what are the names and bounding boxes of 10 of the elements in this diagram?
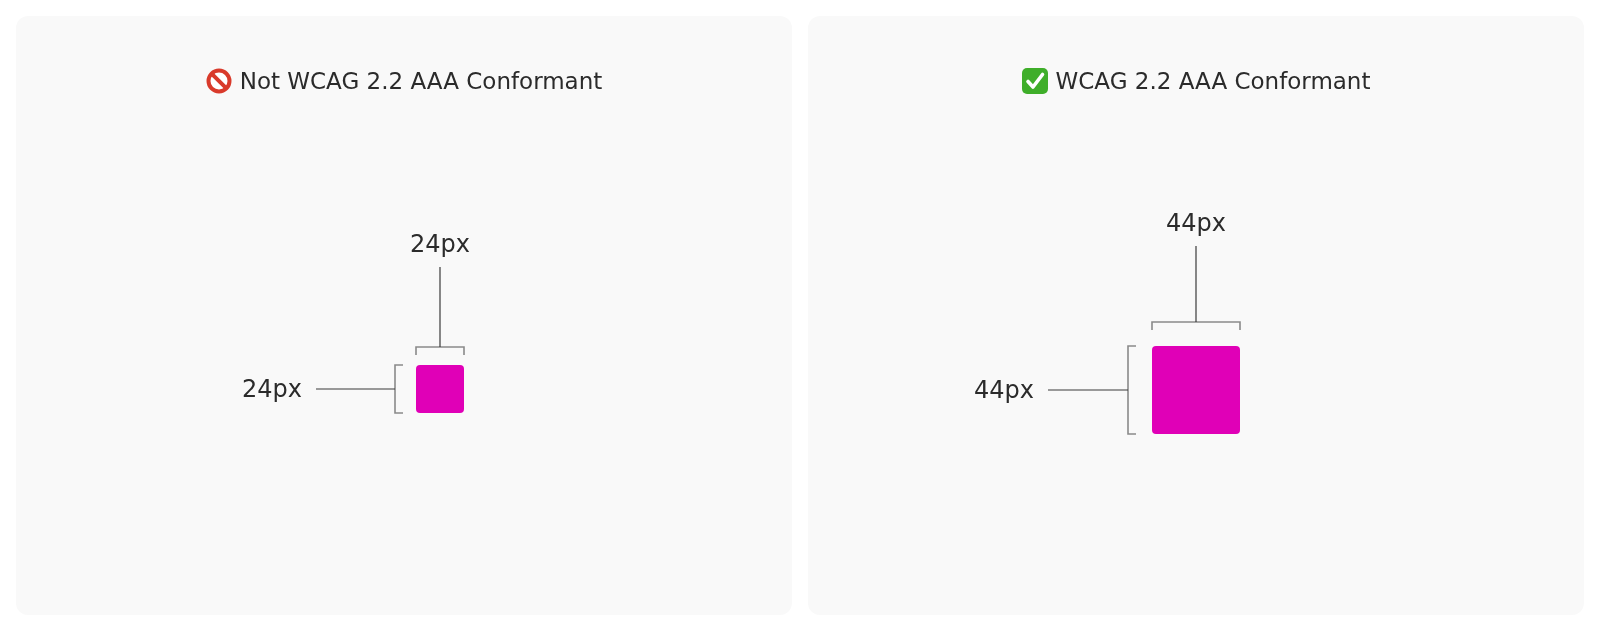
dimension-label: 44px [1166, 208, 1226, 238]
panel [808, 16, 1584, 615]
dimension-label: 44px [974, 375, 1034, 405]
panel-title: WCAG 2.2 AAA Conformant [1055, 67, 1371, 96]
target-square [1152, 346, 1240, 434]
dimension-label: 24px [410, 229, 470, 259]
target-square [416, 365, 464, 413]
panel [16, 16, 792, 615]
panel-title: Not WCAG 2.2 AAA Conformant [239, 67, 603, 96]
dimension-label: 24px [242, 374, 302, 404]
